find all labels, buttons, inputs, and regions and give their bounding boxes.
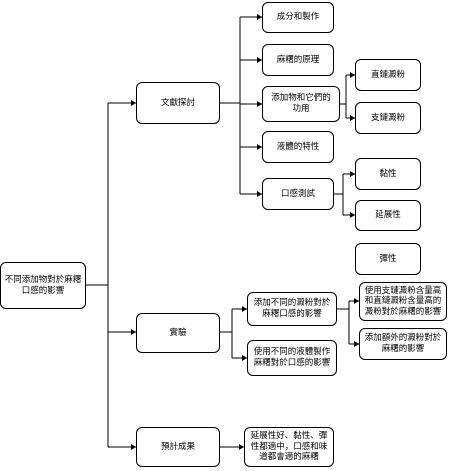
amylose-node: 直鏈澱粉 xyxy=(355,59,421,91)
texture-test-node: 口感測試 xyxy=(262,178,334,210)
result-description-node: 延展性好、黏性、彈 性都適中，口感和味 道都會適的麻糬 xyxy=(244,427,334,467)
experiment-node: 實驗 xyxy=(136,313,220,353)
expected-result-node: 預計成果 xyxy=(136,427,220,467)
elasticity-node: 彈性 xyxy=(355,243,421,275)
extra-starch-node: 添加額外的澱粉對於 麻糬的影響 xyxy=(359,328,447,360)
root-topic-node: 不同添加物對於麻糬 口感的影響 xyxy=(0,262,86,309)
starch-ratio-node: 使用支鏈澱粉含量高 和直鏈澱粉含量高的 澱粉對於麻糬的影響 xyxy=(359,282,447,321)
principle-node: 麻糬的原理 xyxy=(262,44,334,76)
starch-experiment-node: 添加不同的澱粉對於 麻糬口感的影響 xyxy=(247,292,337,326)
stickiness-node: 黏性 xyxy=(355,158,421,190)
liquid-properties-node: 液體的特性 xyxy=(262,131,334,163)
literature-review-node: 文獻探討 xyxy=(136,82,220,124)
ingredients-node: 成分和製作 xyxy=(262,2,334,33)
extensibility-node: 延展性 xyxy=(355,200,421,231)
amylopectin-node: 支鏈澱粉 xyxy=(355,102,421,134)
additives-node: 添加物和它們的 功用 xyxy=(262,86,340,122)
liquid-experiment-node: 使用不同的液體製作 麻糬對於口感的影響 xyxy=(247,340,337,376)
